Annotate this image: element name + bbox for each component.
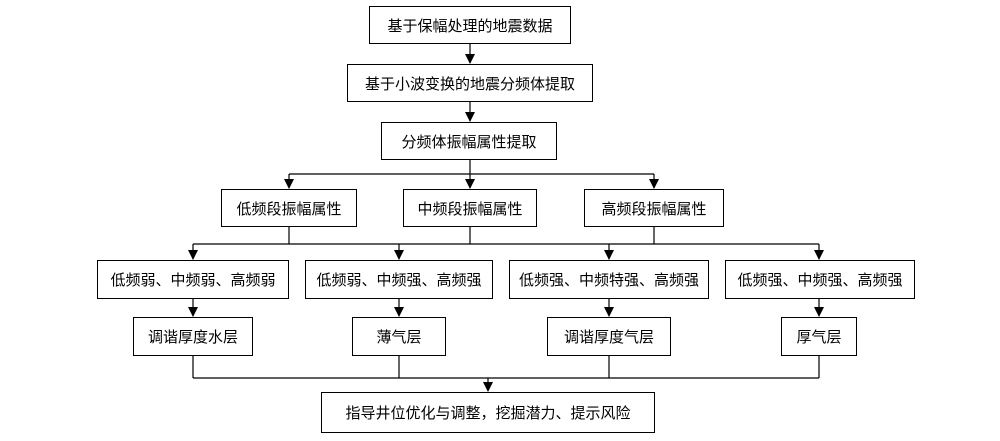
node-combo-2: 低频弱、中频强、高频强 — [305, 260, 493, 299]
node-result-tuning-water: 调谐厚度水层 — [133, 317, 253, 356]
node-low-band-attribute: 低频段振幅属性 — [221, 189, 357, 227]
node-combo-1: 低频弱、中频弱、高频弱 — [97, 260, 289, 299]
node-amplitude-attribute-extraction: 分频体振幅属性提取 — [381, 122, 557, 160]
node-result-thick-gas: 厚气层 — [781, 317, 857, 356]
node-final-guidance: 指导井位优化与调整，挖掘潜力、提示风险 — [321, 392, 655, 433]
node-high-band-attribute: 高频段振幅属性 — [584, 189, 724, 227]
node-combo-4: 低频强、中频强、高频强 — [725, 260, 915, 299]
node-result-tuning-gas: 调谐厚度气层 — [547, 317, 671, 356]
node-combo-3: 低频强、中频特强、高频强 — [509, 260, 709, 299]
node-mid-band-attribute: 中频段振幅属性 — [403, 189, 537, 227]
node-seismic-data: 基于保幅处理的地震数据 — [369, 6, 571, 44]
node-result-thin-gas: 薄气层 — [352, 317, 446, 356]
node-wavelet-extraction: 基于小波变换的地震分频体提取 — [347, 64, 593, 102]
